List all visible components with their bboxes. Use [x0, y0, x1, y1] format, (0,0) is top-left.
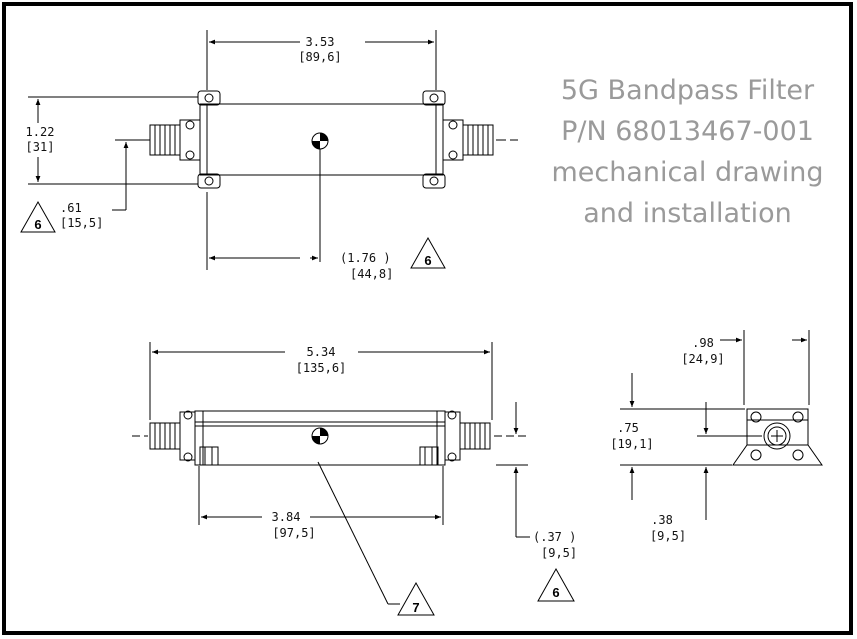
- end-height-in: .75: [617, 421, 639, 435]
- side-mount-mm: [97,5]: [272, 526, 315, 540]
- side-offset-label: (.37 ) [9,5]: [533, 530, 577, 560]
- side-view-dimensions: [149, 342, 530, 538]
- top-view-dimensions: [28, 30, 437, 270]
- note-triangle-top-left: 6: [20, 200, 56, 233]
- end-width-in: .98: [692, 336, 714, 350]
- top-height-label: 1.22 [31]: [26, 125, 55, 154]
- drawing-title: 5G Bandpass Filter P/N 68013467-001 mech…: [540, 70, 835, 234]
- note-triangle-label: 6: [34, 217, 41, 232]
- note-triangle-label: 6: [424, 253, 431, 268]
- note-triangle-cg: 7: [397, 581, 435, 616]
- end-view-dimensions: [620, 330, 810, 520]
- side-mount-label: 3.84 [97,5]: [272, 510, 316, 540]
- side-offset-mm: [9,5]: [541, 546, 577, 560]
- title-line: 5G Bandpass Filter: [560, 75, 815, 106]
- side-cg-symbol: [311, 427, 400, 605]
- top-cg-symbol: [311, 132, 329, 262]
- end-center-label: .38 [9,5]: [650, 513, 686, 543]
- top-center-offset-in: (1.76 ): [340, 251, 391, 265]
- top-half-height-mm: [15,5]: [60, 216, 103, 230]
- top-half-height-in: .61: [60, 201, 82, 215]
- end-height-mm: [19,1]: [610, 437, 653, 451]
- title-line: P/N 68013467-001: [561, 116, 814, 147]
- top-half-height-label: .61 [15,5]: [60, 201, 103, 230]
- side-view: [132, 410, 528, 466]
- top-height-in: 1.22: [26, 125, 55, 139]
- side-overall-label: 5.34 [135,6]: [296, 345, 347, 375]
- end-view: [732, 408, 823, 466]
- top-view: [118, 90, 518, 189]
- top-length-in: 3.53: [306, 35, 335, 49]
- top-height-mm: [31]: [26, 140, 55, 154]
- side-overall-mm: [135,6]: [296, 361, 347, 375]
- end-center-in: .38: [651, 513, 673, 527]
- end-center-mm: [9,5]: [650, 529, 686, 543]
- note-triangle-label: 6: [552, 585, 559, 600]
- note-triangle-label: 7: [412, 600, 419, 615]
- top-center-offset-mm: [44,8]: [350, 267, 393, 281]
- title-line: and installation: [583, 198, 792, 229]
- note-triangle-side-offset: 6: [537, 567, 575, 602]
- title-line: mechanical drawing: [551, 157, 824, 188]
- top-center-offset-label: (1.76 ) [44,8]: [340, 251, 393, 281]
- end-width-mm: [24,9]: [681, 352, 724, 366]
- side-overall-in: 5.34: [307, 345, 336, 359]
- end-width-label: .98 [24,9]: [681, 336, 724, 366]
- side-offset-in: (.37 ): [533, 530, 576, 544]
- top-length-mm: [89,6]: [298, 50, 341, 64]
- note-triangle-top-right: 6: [410, 236, 446, 269]
- end-height-label: .75 [19,1]: [610, 421, 653, 451]
- side-mount-in: 3.84: [272, 510, 301, 524]
- top-length-label: 3.53 [89,6]: [298, 35, 341, 64]
